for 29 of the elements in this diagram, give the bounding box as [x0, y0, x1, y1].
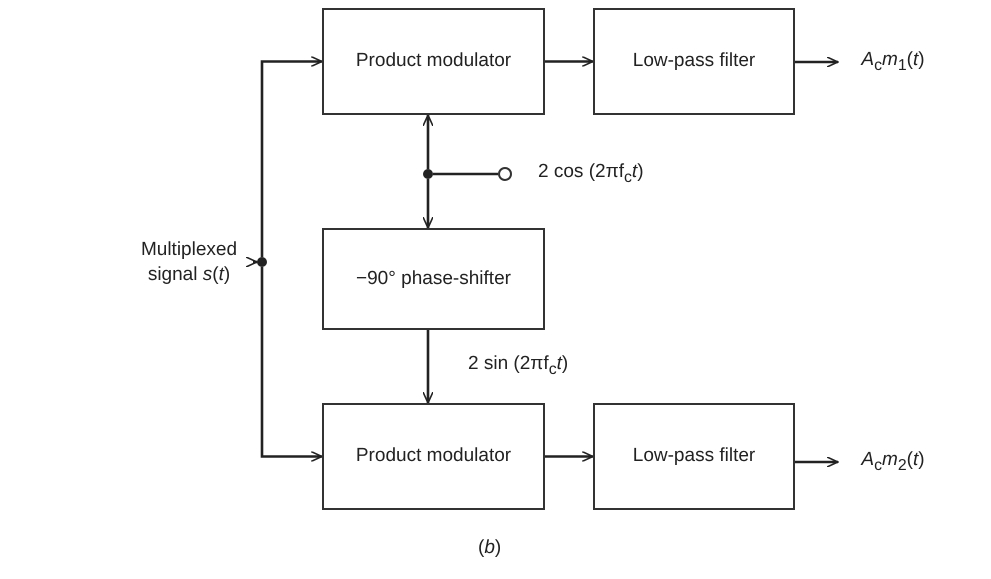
box-label: Product modulator — [356, 444, 512, 468]
box-label: Low-pass filter — [632, 49, 756, 74]
connector-line — [433, 172, 498, 176]
process-box — [322, 403, 545, 510]
arrow — [545, 450, 594, 462]
signal-label: 2 cos (2πf$_{c}$t) — [538, 161, 644, 187]
signal-label: A$_{c}$m$_{1}$(t) — [861, 48, 925, 76]
process-box — [322, 8, 545, 115]
process-box — [593, 8, 795, 115]
arrow — [422, 330, 434, 404]
arrow — [422, 114, 434, 169]
box-label: −90° phase-shifter — [356, 266, 511, 291]
process-box — [593, 403, 795, 510]
arrow — [260, 56, 323, 257]
input-terminal — [498, 167, 512, 181]
arrow — [795, 456, 839, 468]
arrow — [245, 256, 258, 268]
junction-dot — [423, 169, 433, 179]
figure-caption: (b) — [478, 537, 502, 559]
signal-label: Multiplexed signal s(t) — [140, 238, 238, 287]
box-label: Product modulator — [356, 49, 512, 74]
arrow — [795, 56, 839, 68]
junction-dot — [257, 257, 267, 267]
box-label: Low-pass filter — [632, 444, 756, 468]
signal-label: A$_{c}$m$_{2}$(t) — [861, 448, 925, 476]
process-box — [322, 228, 545, 330]
arrow — [422, 179, 434, 229]
arrow — [545, 56, 594, 68]
arrow — [260, 267, 323, 462]
